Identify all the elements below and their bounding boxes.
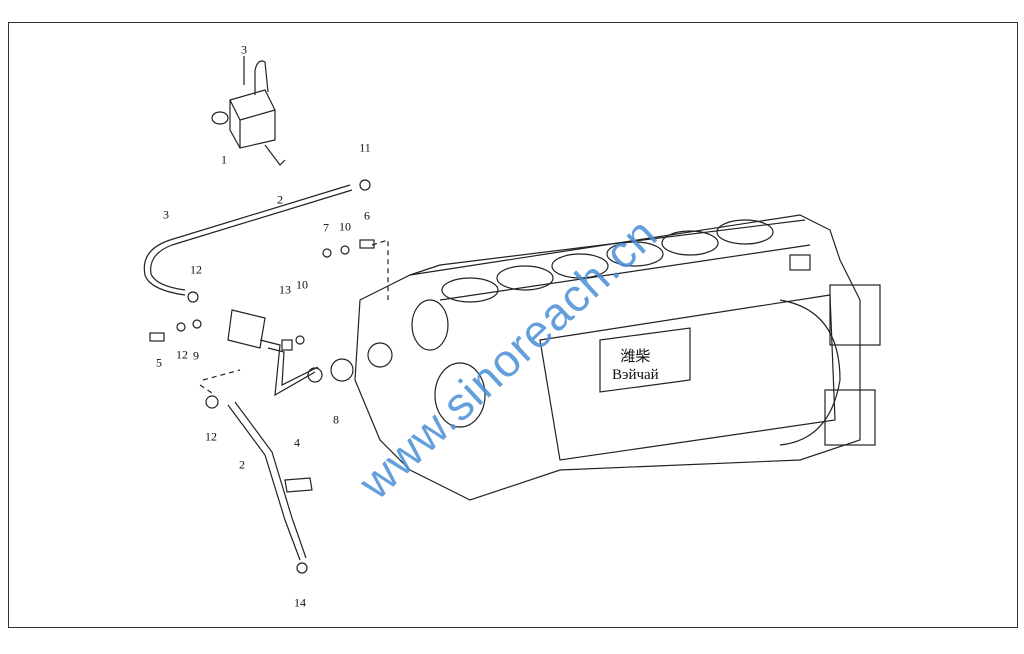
callout-2b: 2 xyxy=(239,457,245,472)
callout-1: 1 xyxy=(221,152,227,167)
callout-9: 9 xyxy=(193,348,199,363)
callout-7: 7 xyxy=(323,220,329,235)
nameplate: 潍柴 Вэйчай xyxy=(612,348,659,384)
callout-3: 3 xyxy=(241,42,247,57)
callout-2: 2 xyxy=(277,192,283,207)
callout-12b: 12 xyxy=(176,347,188,362)
bracket-pipe xyxy=(227,309,319,397)
callout-10b: 10 xyxy=(296,277,308,292)
breather-pipe xyxy=(143,184,353,296)
callout-10: 10 xyxy=(339,219,351,234)
nameplate-russian: Вэйчай xyxy=(612,367,659,383)
callout-14: 14 xyxy=(294,595,306,610)
engine-block xyxy=(354,214,881,501)
breather-assembly xyxy=(211,56,286,166)
callout-12c: 12 xyxy=(205,429,217,444)
callout-3b: 3 xyxy=(163,207,169,222)
callout-5: 5 xyxy=(156,355,162,370)
clamp xyxy=(284,477,313,493)
fasteners xyxy=(149,179,375,574)
callout-13: 13 xyxy=(279,282,291,297)
diagram-frame xyxy=(8,22,1018,628)
callout-12: 12 xyxy=(190,262,202,277)
callout-6: 6 xyxy=(364,208,370,223)
callout-11: 11 xyxy=(359,140,371,155)
callout-4: 4 xyxy=(294,435,300,450)
nameplate-chinese: 潍柴 xyxy=(620,349,651,365)
callout-8: 8 xyxy=(333,412,339,427)
breather-hose xyxy=(227,401,307,561)
